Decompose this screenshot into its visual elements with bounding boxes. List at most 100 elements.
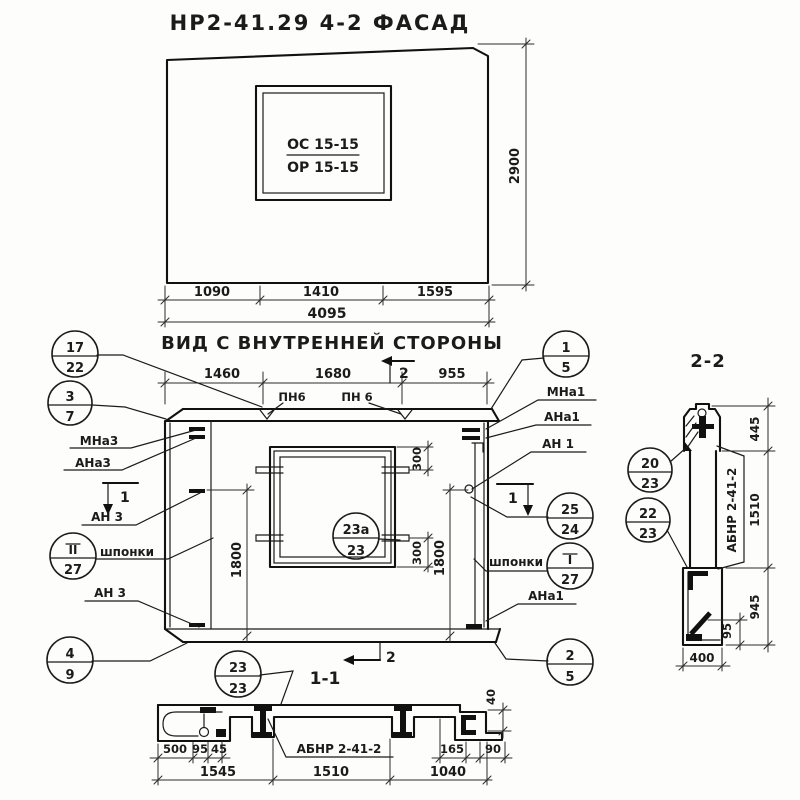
- inner-vertical-dims: [206, 440, 469, 643]
- callout-4-9-bottom: 9: [65, 668, 74, 683]
- window-lugs: [255, 466, 410, 542]
- callout-4-9: 4 9: [46, 636, 188, 684]
- dim-400: 400: [689, 651, 714, 665]
- dim-1545: 1545: [200, 765, 236, 780]
- facade-panel-outline: [165, 46, 490, 285]
- inner-title: ВИД С ВНУТРЕННЕЙ СТОРОНЫ: [161, 332, 503, 354]
- section-1-1: 23 23 1-1 АБ: [149, 650, 513, 786]
- callout-25-24-top: 25: [561, 503, 579, 518]
- facade-dim-2900: 2900: [508, 148, 523, 184]
- callout-ii-27-bottom: 27: [64, 563, 82, 578]
- label-pn6-left: ПН6: [278, 390, 305, 404]
- top-notch-right: [397, 409, 413, 420]
- callout-20-23-bottom: 23: [641, 477, 659, 492]
- callout-22-23: 22 23: [625, 497, 688, 568]
- label-an3-lower-text: АН 3: [94, 586, 126, 600]
- label-ana1-lower: АНа1: [485, 589, 577, 622]
- part-label-abnr-22-text: АБНР 2-41-2: [725, 468, 739, 553]
- label-mna1: МНа1: [485, 385, 597, 430]
- inner-dim-300-bottom: 300: [410, 541, 424, 565]
- facade-dim-1090: 1090: [194, 285, 230, 300]
- dim-40: 40: [484, 689, 498, 705]
- callout-25-24-bottom: 24: [561, 523, 579, 538]
- callout-i-27-top: I: [568, 553, 572, 567]
- facade-view: НР2-41.29 4-2 ФАСАД ОС 15-15 ОР 15-15: [157, 11, 535, 328]
- dim-445: 445: [748, 416, 762, 441]
- facade-extension-lines: [164, 43, 535, 328]
- right-step: [471, 442, 484, 453]
- callout-17-22-bottom: 22: [66, 361, 84, 376]
- callout-i-27: I 27 шпонки: [473, 542, 594, 590]
- label-an3-upper-text: АН 3: [91, 510, 123, 524]
- facade-dim-1410: 1410: [303, 285, 339, 300]
- section-marker-2-top: 2: [381, 356, 416, 384]
- label-ana3-text: АНа3: [75, 456, 111, 470]
- part-label-abnr-11: АБНР 2-41-2: [267, 718, 394, 758]
- label-ana1-upper: АНа1: [485, 410, 592, 439]
- facade-dim-1595: 1595: [417, 285, 453, 300]
- dim-165: 165: [440, 742, 464, 756]
- label-ana1-lower-text: АНа1: [528, 589, 564, 603]
- label-ana1-upper-text: АНа1: [544, 410, 580, 424]
- inner-dim-1460: 1460: [204, 367, 240, 382]
- callout-22-23-top: 22: [639, 507, 657, 522]
- callout-1-5-bottom: 5: [561, 361, 570, 376]
- section-marker-1-left: 1: [101, 481, 140, 515]
- callout-2-5: 2 5: [494, 638, 594, 686]
- dim-500: 500: [163, 742, 187, 756]
- dim-945: 945: [748, 594, 762, 619]
- lifting-loop: [162, 711, 223, 737]
- inner-top-extensions: [157, 371, 495, 405]
- callout-2-5-top: 2: [565, 649, 574, 664]
- label-an3-upper: АН 3: [81, 492, 201, 526]
- section-2-2-dims: [675, 397, 776, 672]
- label-mna1-text: МНа1: [547, 385, 585, 399]
- callout-3-7-top: 3: [65, 390, 74, 405]
- section-marker-2-bottom-label: 2: [386, 650, 396, 666]
- callout-23a-23-top: 23а: [343, 523, 370, 538]
- dim-1040: 1040: [430, 765, 466, 780]
- facade-window-outer: [254, 84, 393, 202]
- label-ana3: АНа3: [63, 437, 197, 471]
- section-marker-1-right: 1: [495, 482, 535, 516]
- callout-4-9-top: 4: [65, 647, 74, 662]
- facade-window-mark-bottom: ОР 15-15: [287, 160, 359, 176]
- dim-1510-s22: 1510: [748, 493, 762, 526]
- part-label-abnr-22: АБНР 2-41-2: [716, 445, 745, 570]
- callout-ii-27-top: II: [69, 543, 78, 557]
- callout-17-22-top: 17: [66, 341, 84, 356]
- dim-1510: 1510: [313, 765, 349, 780]
- callout-25-24: 25 24: [470, 492, 594, 540]
- dim-95: 95: [192, 742, 208, 756]
- section-2-2-bottom: [681, 566, 724, 647]
- callout-i-27-bottom: 27: [561, 573, 579, 588]
- label-pn6-right: ПН 6: [341, 390, 372, 404]
- inner-panel-outline: [163, 407, 502, 644]
- pn6-left-leader: [267, 402, 284, 415]
- section-2-2: 2-2 АБНР 2-: [625, 351, 776, 672]
- section-1-1-title: 1-1: [310, 669, 341, 689]
- facade-dim-lines: [157, 37, 527, 323]
- facade-title: НР2-41.29 4-2 ФАСАД: [170, 11, 471, 35]
- label-shponki-right: шпонки: [489, 555, 543, 569]
- section-1-1-dims: [149, 702, 513, 786]
- dim-90: 90: [485, 742, 501, 756]
- section-2-2-cap: [682, 402, 722, 453]
- callout-23a-23: 23а 23: [332, 512, 401, 560]
- label-an1: АН 1: [471, 437, 587, 490]
- callout-17-22: 17 22: [51, 330, 263, 408]
- callout-20-23-top: 20: [641, 457, 659, 472]
- part-label-abnr-11-text: АБНР 2-41-2: [297, 742, 382, 756]
- section-2-2-title: 2-2: [690, 351, 726, 372]
- callout-23a-23-bottom: 23: [347, 544, 365, 559]
- callout-22-23-bottom: 23: [639, 527, 657, 542]
- facade-window-inner: [262, 92, 385, 194]
- dim-95-s22: 95: [720, 623, 734, 639]
- callout-3-7: 3 7: [47, 380, 167, 426]
- pn6-right-leader: [368, 402, 402, 415]
- inner-dim-1680: 1680: [315, 367, 351, 382]
- section-marker-2-bottom: 2: [343, 641, 396, 666]
- inner-window: [255, 445, 410, 569]
- label-mna3: МНа3: [69, 429, 197, 449]
